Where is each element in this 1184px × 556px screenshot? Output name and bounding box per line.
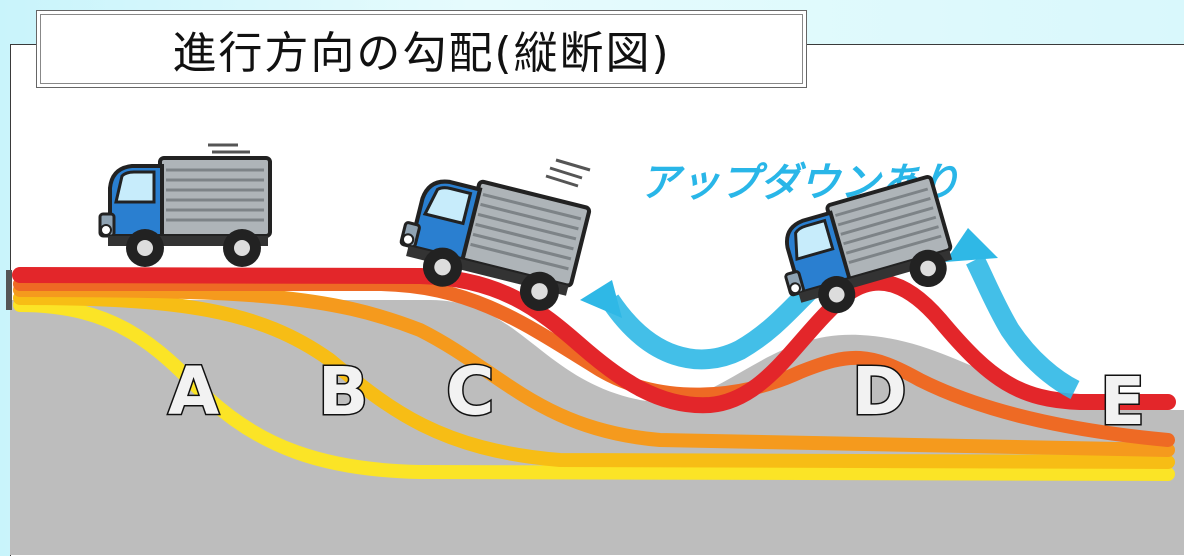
- up-arrow-icon: [966, 255, 1080, 399]
- route-c-line: [13, 283, 1175, 457]
- route-label-d: D: [852, 353, 907, 430]
- route-e-line: [12, 267, 1176, 414]
- page-title: 進行方向の勾配(縦断図): [172, 28, 671, 79]
- route-label-b: B: [318, 353, 368, 430]
- route-label-c: C: [446, 353, 494, 430]
- road-end-cap-left: [6, 270, 12, 310]
- up-arrow-icon: [945, 228, 998, 262]
- title-box: 進行方向の勾配(縦断図): [36, 10, 807, 88]
- route-b-line: [13, 291, 1175, 469]
- up-arrow-icon: [601, 282, 818, 370]
- route-d-line: [13, 277, 1175, 447]
- up-arrow-icon: [580, 280, 622, 318]
- route-a-line: [13, 298, 1175, 481]
- motion-lines-icon: [545, 158, 591, 188]
- truck-icon: [98, 156, 272, 269]
- route-label-a: A: [168, 353, 219, 430]
- route-label-e: E: [1100, 363, 1145, 440]
